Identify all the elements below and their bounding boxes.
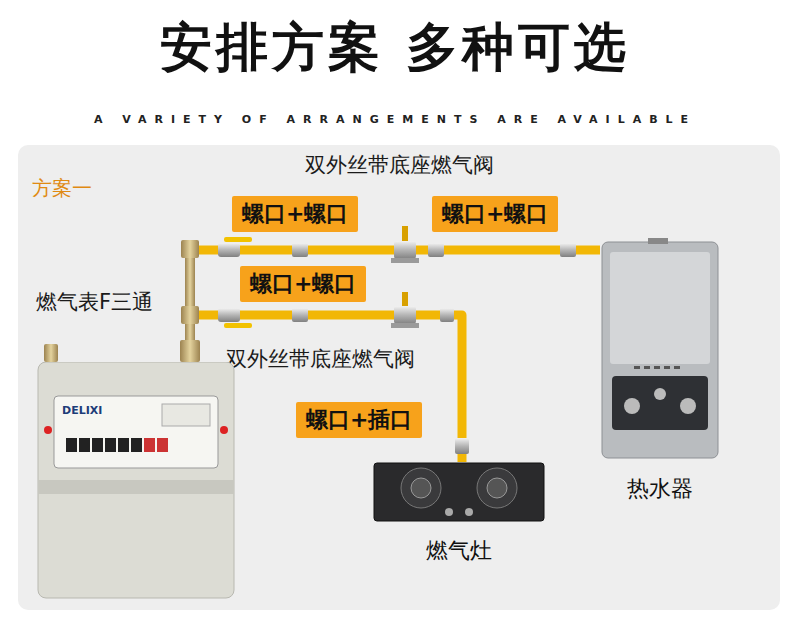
counter-wheel: [157, 438, 168, 452]
seal-dot: [44, 426, 52, 434]
fitting-box: 螺口+螺口: [232, 196, 358, 232]
hose-nut: [428, 243, 444, 257]
fitting-type: 螺口+螺口: [442, 199, 548, 229]
water-heater: [600, 238, 720, 460]
base-valve: [402, 226, 408, 241]
brand-mark: DELIXI: [62, 404, 102, 417]
burner: [401, 468, 441, 508]
ball-valve: [218, 243, 240, 257]
fitting-type: 螺口+插口: [306, 405, 412, 435]
nameplate: [162, 404, 210, 426]
knob: [465, 508, 473, 516]
base-valve: [394, 241, 416, 259]
meter-tee: [44, 344, 58, 362]
dial-plate: [54, 396, 218, 468]
counter-wheel: [66, 438, 77, 452]
meter-band: [38, 480, 234, 494]
heater-node: 热水器: [600, 238, 720, 504]
device-name: 燃气灶: [373, 536, 545, 566]
vent: [634, 366, 640, 369]
part-name: 燃气表F三通: [36, 290, 153, 314]
label-slot: A VARIETY OF ARRANGEMENTS ARE AVAILABLE: [0, 108, 790, 127]
seal-dot: [220, 426, 228, 434]
hose-nut: [560, 243, 576, 257]
control-panel: [612, 376, 708, 430]
meter-tee: [180, 340, 200, 362]
meter-node: DELIXI: [36, 362, 236, 600]
hose-nut: [292, 243, 308, 257]
heater-body: [602, 242, 718, 458]
counter-wheel: [79, 438, 90, 452]
counter-wheel: [144, 438, 155, 452]
hose-nut: [292, 308, 308, 322]
label-slot: 双外丝带底座燃气阀: [226, 346, 415, 372]
vent: [644, 366, 650, 369]
flue: [648, 238, 668, 244]
knob: [654, 388, 666, 400]
title: 安排方案 多种可选: [160, 17, 630, 77]
vent: [654, 366, 660, 369]
knob: [680, 398, 696, 414]
meter-tee: [181, 306, 199, 324]
ball-valve: [224, 237, 252, 242]
stove-node: 燃气灶: [373, 462, 545, 566]
burner-cap: [411, 478, 431, 498]
title-slot: 安排方案 多种可选: [0, 16, 790, 78]
base-valve: [391, 226, 419, 328]
subtitle: A VARIETY OF ARRANGEMENTS ARE AVAILABLE: [94, 113, 696, 126]
burner-cap: [487, 478, 507, 498]
knob: [624, 398, 640, 414]
device-name: 热水器: [600, 474, 720, 504]
base-valve: [402, 292, 408, 306]
base-valve: [391, 323, 419, 328]
hose-nut: [440, 308, 454, 322]
base-valve: [391, 258, 419, 263]
counter-wheel: [118, 438, 129, 452]
counter-wheel: [131, 438, 142, 452]
panel-ground: [18, 145, 780, 610]
counter-wheel: [92, 438, 103, 452]
base-valve: [394, 306, 416, 324]
label-slot: 燃气表F三通: [36, 289, 153, 315]
label-slot: 双外丝带底座燃气阀: [305, 152, 494, 178]
front-panel: [610, 252, 710, 364]
vent: [664, 366, 670, 369]
ball-valve: [224, 323, 252, 328]
vent: [674, 366, 680, 369]
fitting-type: 螺口+螺口: [250, 269, 356, 299]
fitting-type: 螺口+螺口: [242, 199, 348, 229]
fitting-box: 螺口+螺口: [240, 266, 366, 302]
fitting-box: 螺口+插口: [296, 402, 422, 438]
part-name: 双外丝带底座燃气阀: [226, 347, 415, 371]
fitting-box: 螺口+螺口: [432, 196, 558, 232]
part-name: 双外丝带底座燃气阀: [305, 153, 494, 177]
knob: [445, 508, 453, 516]
counter-wheel: [105, 438, 116, 452]
panel-node: 方案一DELIXI螺口+螺口螺口+螺口螺口+螺口螺口+插口热水器燃气灶: [18, 145, 780, 610]
hose-nut: [455, 438, 469, 454]
ball-valve: [218, 308, 240, 322]
plan-heading: 方案一: [32, 175, 92, 202]
meter-tee: [181, 240, 199, 258]
gas-stove: [373, 462, 545, 522]
gas-meter: [36, 362, 236, 600]
burner: [477, 468, 517, 508]
meter-body: [38, 362, 234, 598]
glass-top: [374, 463, 544, 521]
gas-pipe: [190, 250, 600, 362]
